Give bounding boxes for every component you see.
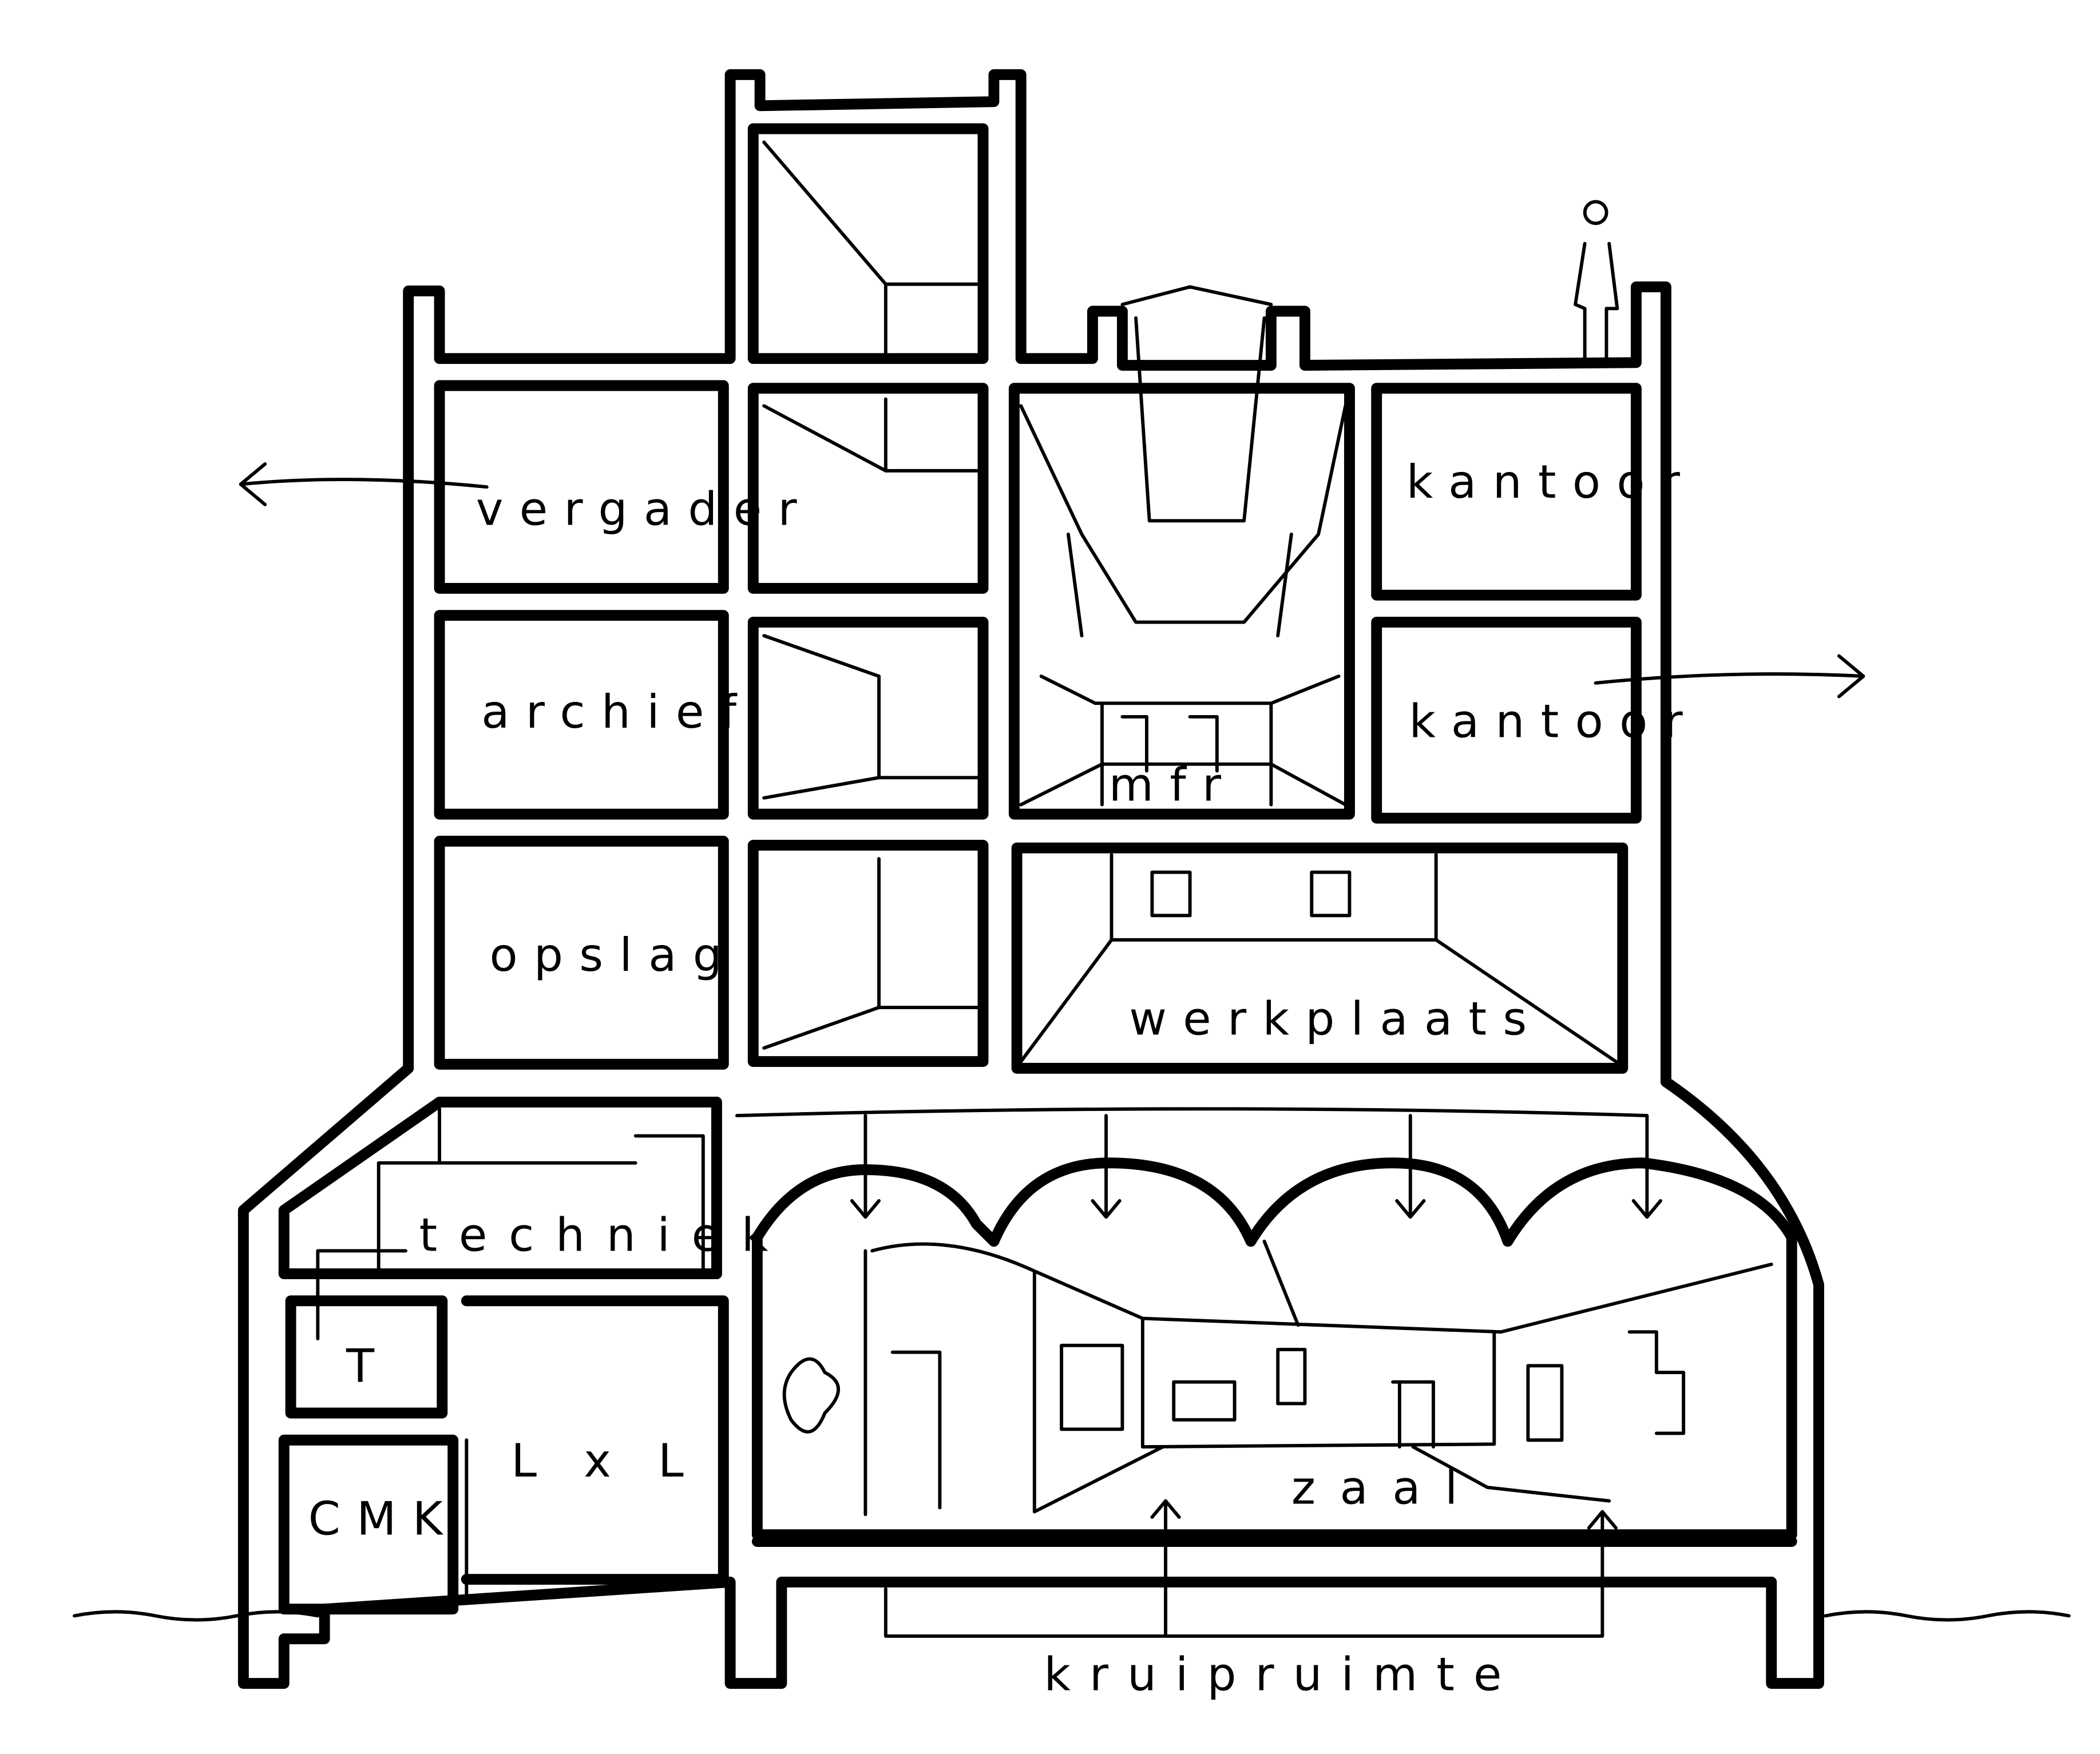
- outer-wall: [237, 69, 1824, 1689]
- room-kantoor-top: [1371, 383, 1642, 601]
- label-kantoor-mid: kantoor: [1409, 694, 1699, 748]
- label-kantoor-top: kantoor: [1406, 455, 1697, 509]
- arrow-left: [239, 462, 489, 506]
- room-lxl: [461, 1295, 729, 1585]
- stair-line: [762, 140, 982, 360]
- room-mfr: [1008, 383, 1355, 820]
- ground-line-left: [73, 1610, 320, 1622]
- label-vergader: vergader: [476, 482, 813, 535]
- room-vergader: [434, 380, 729, 594]
- stair-2: [747, 617, 989, 820]
- label-t: T: [346, 1339, 390, 1393]
- stair-lines: [762, 397, 982, 1050]
- room-kantoor-mid: [1371, 617, 1642, 824]
- person-figure: [1574, 200, 1619, 360]
- room-zaal: [751, 1157, 1797, 1541]
- label-zaal: zaal: [1291, 1461, 1482, 1514]
- label-werkplaats: werkplaats: [1129, 991, 1543, 1045]
- label-opslag: opslag: [489, 928, 738, 982]
- stair-3: [747, 840, 989, 1068]
- techniek-lines: [316, 1107, 705, 1340]
- room-cmk: [278, 1434, 459, 1615]
- label-techniek: techniek: [419, 1208, 790, 1261]
- room-t: [285, 1295, 448, 1419]
- werkplaats-lines: [1019, 853, 1618, 1063]
- room-archief: [434, 610, 729, 820]
- ground-line-right: [1824, 1610, 2071, 1622]
- label-mfr: mfr: [1109, 757, 1238, 811]
- room-werkplaats: [1011, 842, 1629, 1074]
- room-techniek: [278, 1097, 722, 1280]
- zaal-drop-arrows: [735, 1107, 1662, 1219]
- room-opslag: [434, 835, 729, 1070]
- stair-1: [747, 383, 989, 594]
- label-kruipruimte: kruipruimte: [1044, 1647, 1520, 1701]
- label-lxl: L x L: [511, 1434, 700, 1487]
- label-cmk: CMK: [308, 1492, 459, 1546]
- label-archief: archief: [481, 685, 752, 739]
- atrium-lines: [1019, 285, 1348, 807]
- kruipruimte-bracket: [883, 1499, 1618, 1638]
- arrow-right: [1594, 654, 1865, 699]
- zaal-perspective: [782, 1239, 1773, 1517]
- stair-top: [747, 123, 989, 364]
